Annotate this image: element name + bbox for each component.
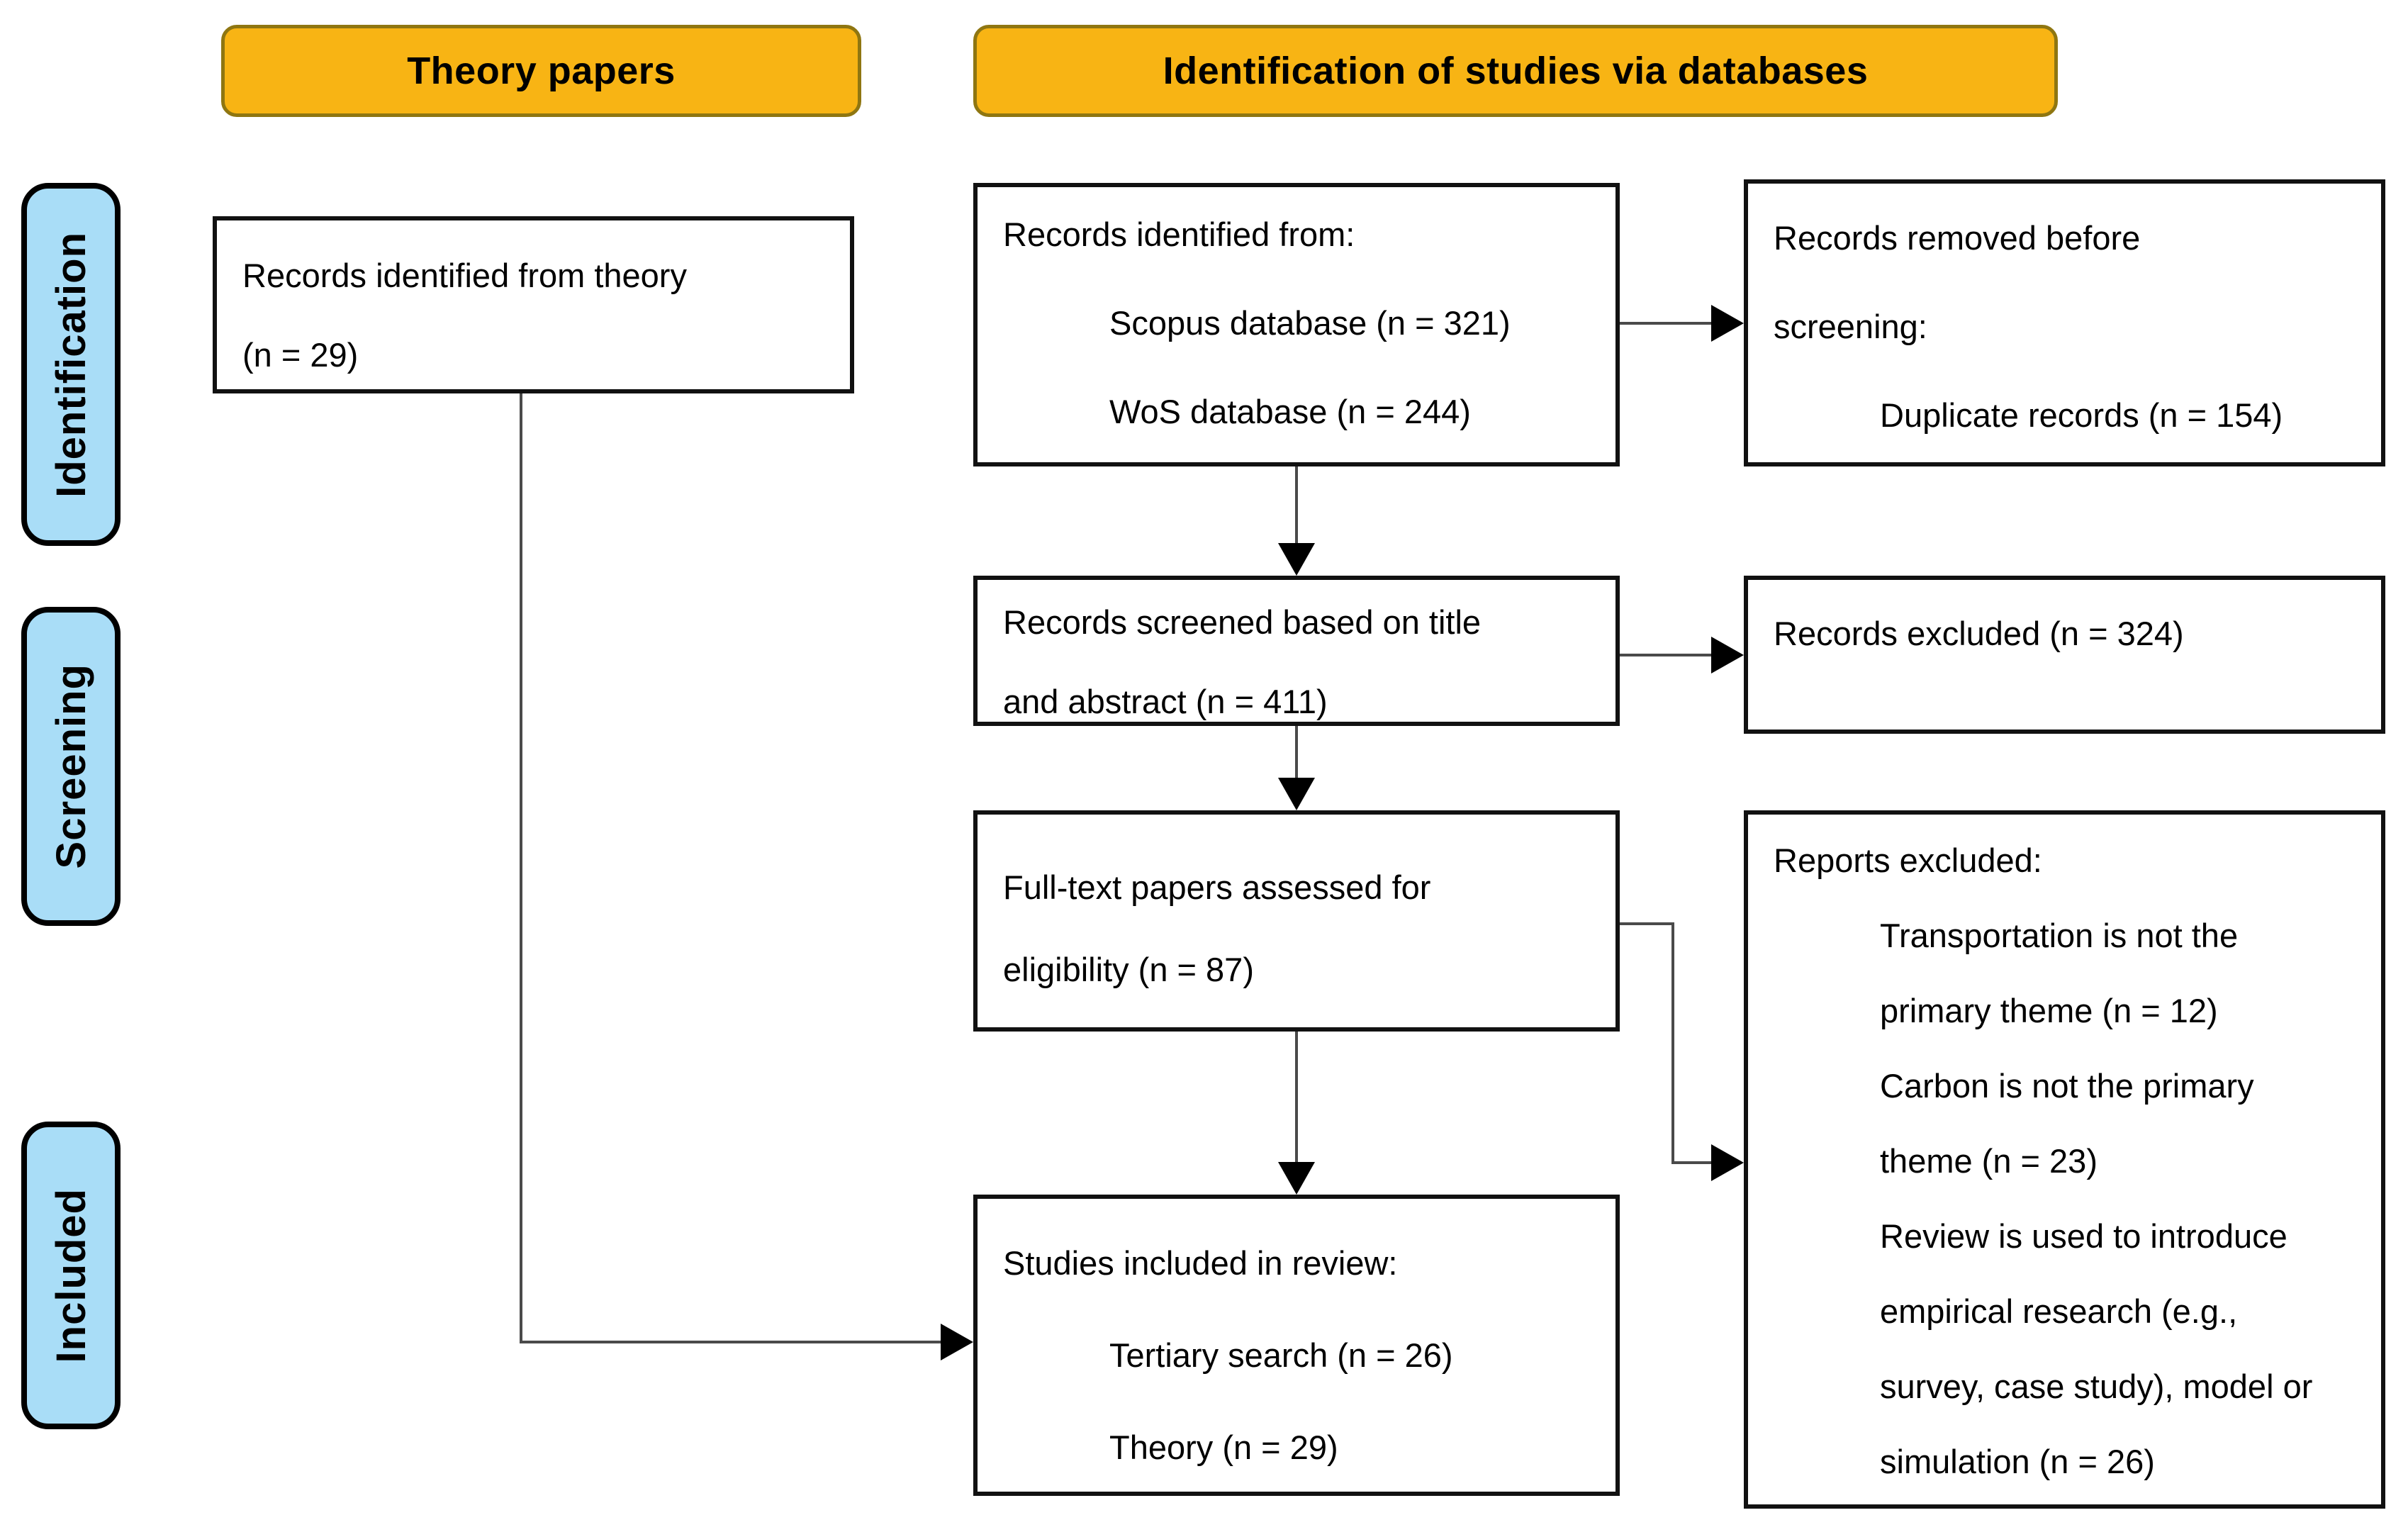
- arrowhead-right-icon: [1711, 305, 1744, 342]
- box-line: Reports excluded:: [1774, 842, 2042, 879]
- stage-label-identification-text: Identification: [47, 231, 94, 498]
- box-studies-included: Studies included in review: Tertiary sea…: [973, 1195, 1620, 1496]
- box-line: Tertiary search (n = 26): [1109, 1336, 1453, 1374]
- box-line: eligibility (n = 87): [1003, 951, 1254, 988]
- arrowhead-down-icon: [1278, 778, 1315, 810]
- box-line: Review is used to introduce: [1880, 1217, 2287, 1255]
- box-line: screening:: [1774, 308, 1927, 345]
- box-line: theme (n = 23): [1880, 1142, 2098, 1180]
- header-identification-via-databases: Identification of studies via databases: [973, 25, 2058, 117]
- stage-label-included: Included: [21, 1122, 121, 1429]
- box-line: simulation (n = 26): [1880, 1443, 2155, 1480]
- arrowhead-down-icon: [1278, 1162, 1315, 1195]
- connector-screened-to-fulltext: [1295, 726, 1298, 779]
- connector-theory-to-studies: [520, 1341, 942, 1343]
- box-line: Full-text papers assessed for: [1003, 868, 1431, 906]
- box-line: Scopus database (n = 321): [1109, 304, 1511, 342]
- stage-label-screening-text: Screening: [47, 664, 94, 869]
- box-records-identified-from-theory: Records identified from theory (n = 29): [213, 216, 854, 393]
- header-identification-via-databases-label: Identification of studies via databases: [1163, 50, 1869, 92]
- box-line: and abstract (n = 411): [1003, 683, 1328, 720]
- box-line: Records identified from theory: [242, 257, 687, 294]
- box-line: Records excluded (n = 324): [1774, 615, 2184, 652]
- box-line: Records removed before: [1774, 219, 2141, 257]
- connector-identified-to-removed: [1620, 322, 1715, 325]
- box-line: (n = 29): [242, 336, 359, 374]
- box-records-identified-from-databases: Records identified from: Scopus database…: [973, 183, 1620, 466]
- stage-label-screening: Screening: [21, 607, 121, 926]
- arrowhead-right-icon: [941, 1324, 973, 1360]
- box-records-removed-before-screening: Records removed before screening: Duplic…: [1744, 179, 2385, 466]
- stage-label-identification: Identification: [21, 183, 121, 546]
- arrowhead-right-icon: [1711, 637, 1744, 674]
- box-records-excluded: Records excluded (n = 324): [1744, 576, 2385, 734]
- box-line: Duplicate records (n = 154): [1880, 396, 2283, 434]
- arrowhead-down-icon: [1278, 543, 1315, 576]
- connector-identified-to-screened: [1295, 466, 1298, 547]
- box-line: Records screened based on title: [1003, 603, 1482, 641]
- box-line: Theory (n = 29): [1109, 1429, 1338, 1466]
- stage-label-included-text: Included: [47, 1187, 94, 1363]
- box-records-screened: Records screened based on title and abst…: [973, 576, 1620, 726]
- connector-theory-to-studies: [520, 393, 522, 1343]
- header-theory-papers: Theory papers: [221, 25, 861, 117]
- box-line: Transportation is not the: [1880, 917, 2239, 954]
- box-line: WoS database (n = 244): [1109, 393, 1471, 430]
- header-theory-papers-label: Theory papers: [407, 50, 676, 92]
- box-line: primary theme (n = 12): [1880, 992, 2218, 1029]
- box-line: Records identified from:: [1003, 216, 1355, 253]
- box-reports-excluded: Reports excluded: Transportation is not …: [1744, 810, 2385, 1509]
- box-line: Carbon is not the primary: [1880, 1067, 2254, 1105]
- connector-fulltext-to-studies: [1295, 1032, 1298, 1166]
- connector-fulltext-to-reports: [1671, 922, 1674, 1164]
- connector-fulltext-to-reports: [1620, 922, 1674, 925]
- connector-fulltext-to-reports: [1671, 1161, 1714, 1164]
- box-line: Studies included in review:: [1003, 1244, 1398, 1282]
- box-line: empirical research (e.g.,: [1880, 1292, 2238, 1330]
- box-line: survey, case study), model or: [1880, 1368, 2313, 1405]
- box-fulltext-assessed: Full-text papers assessed for eligibilit…: [973, 810, 1620, 1032]
- connector-screened-to-excluded: [1620, 654, 1715, 656]
- arrowhead-right-icon: [1711, 1144, 1744, 1181]
